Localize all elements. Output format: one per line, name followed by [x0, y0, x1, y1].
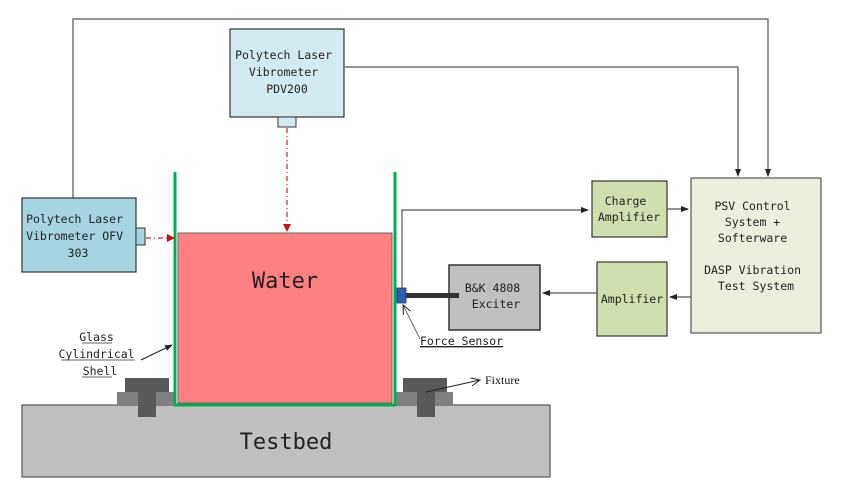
vibrometer-left-line-3: 303 — [68, 246, 89, 260]
psv-line-5: DASP Vibration — [704, 263, 801, 277]
glass-shell-line-3: Shell — [83, 364, 118, 378]
fixture-pointer — [425, 380, 480, 393]
force-sensor-label: Force Sensor — [420, 334, 503, 348]
charge-amplifier: Charge Amplifier — [591, 180, 668, 238]
glass-shell-pointer — [140, 344, 173, 361]
svg-text:PSV Control System +: PSV Control System + Softerware DASP Vib… — [704, 199, 808, 293]
charge-amplifier-line-1: Charge — [605, 194, 647, 208]
svg-text:Charge Amplifier: Charge Amplifier — [598, 194, 660, 224]
fixture-label: Fixture — [485, 373, 520, 387]
exciter-line-1: B&K 4808 — [465, 281, 520, 295]
psv-line-6: Test System — [718, 279, 794, 293]
glass-shell-label: Glass Cylindrical Shell — [58, 330, 141, 378]
psv-line-1: PSV Control — [714, 199, 790, 213]
psv-line-2: System + — [725, 215, 780, 229]
glass-cylindrical-shell — [173, 172, 397, 407]
glass-shell-line-2: Cylindrical — [58, 347, 134, 361]
signal-wire-force-sensor-to-charge-amplifier — [401, 207, 589, 290]
vibrometer-top-line-1: Polytech Laser — [235, 48, 332, 62]
svg-text:Polytech Laser Vibromete: Polytech Laser Vibrometer OFV 303 — [26, 212, 130, 260]
glass-shell-line-1: Glass — [79, 330, 114, 344]
amplifier: Amplifier — [596, 261, 668, 337]
water-body: Water — [177, 232, 393, 404]
testbed: Testbed — [21, 404, 551, 478]
amplifier-label: Amplifier — [601, 292, 663, 306]
psv-control-system: PSV Control System + Softerware DASP Vib… — [690, 177, 822, 334]
force-sensor — [396, 287, 407, 304]
vibrometer-pdv200: Polytech Laser Vibrometer PDV200 — [229, 28, 345, 128]
vibrometer-ofv303: Polytech Laser Vibrometer OFV 303 — [21, 197, 146, 273]
testbed-label: Testbed — [240, 430, 333, 455]
svg-text:B&K 4808 Exciter: B&K 4808 Exciter — [465, 281, 527, 311]
water-label: Water — [252, 269, 318, 294]
vibrometer-top-line-2: Vibrometer — [249, 65, 318, 79]
svg-text:Polytech Laser Vibromete: Polytech Laser Vibrometer PDV200 — [235, 48, 339, 96]
exciter-bk4808: B&K 4808 Exciter — [448, 264, 541, 331]
fixture-right — [395, 378, 453, 417]
signal-wire-top-vibrometer-to-psv — [345, 66, 741, 177]
fixture-left — [117, 378, 175, 417]
signal-wire-left-vibrometer-to-psv — [72, 18, 771, 198]
vibrometer-left-line-1: Polytech Laser — [26, 212, 123, 226]
exciter-line-2: Exciter — [472, 297, 521, 311]
force-sensor-pointer — [403, 305, 421, 340]
psv-line-3: Softerware — [718, 231, 787, 245]
charge-amplifier-line-2: Amplifier — [598, 210, 660, 224]
exciter-stinger-rod — [405, 293, 459, 298]
vibrometer-top-line-3: PDV200 — [266, 82, 308, 96]
vibrometer-left-line-2: Vibrometer OFV — [26, 229, 123, 243]
